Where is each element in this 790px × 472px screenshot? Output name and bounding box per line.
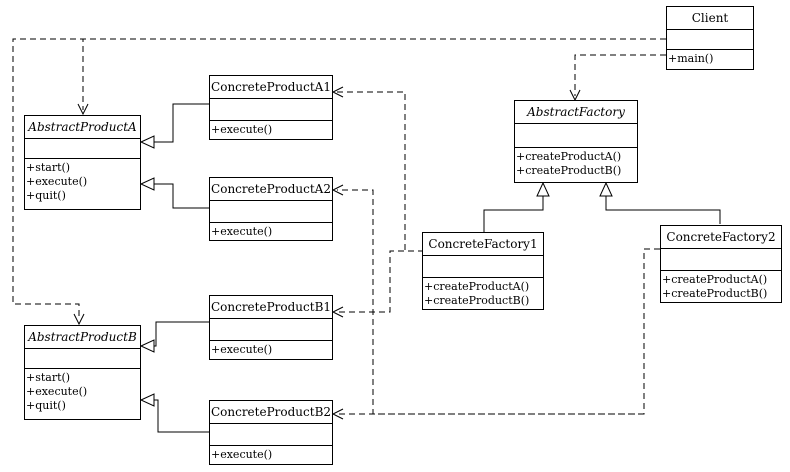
class-abstract-product-a[interactable]: AbstractProductA +start() +execute() +qu… xyxy=(24,115,141,210)
operation: +execute() xyxy=(211,123,273,136)
triangle-abstract-product-a-2 xyxy=(139,177,155,191)
operations-compartment: +execute() xyxy=(210,341,332,359)
class-name: ConcreteProductB2 xyxy=(210,401,332,424)
class-abstract-product-b[interactable]: AbstractProductB +start() +execute() +qu… xyxy=(24,325,141,420)
operation: +execute() xyxy=(26,175,88,188)
operations-compartment: +execute() xyxy=(210,121,332,139)
arrowhead-abstract-product-b xyxy=(73,313,85,326)
dependency-factory2-to-a2 xyxy=(337,189,644,415)
operations-compartment: +createProductA() +createProductB() xyxy=(515,148,637,180)
dependency-factory1-to-a1 xyxy=(337,91,424,252)
class-client[interactable]: Client +main() xyxy=(666,6,754,70)
attributes-compartment xyxy=(25,349,140,369)
class-name: ConcreteFactory1 xyxy=(423,233,543,256)
triangle-abstract-factory-2 xyxy=(599,181,613,197)
attributes-compartment xyxy=(661,249,781,271)
arrowhead-a2 xyxy=(331,184,344,196)
attributes-compartment xyxy=(210,99,332,121)
operations-compartment: +createProductA() +createProductB() xyxy=(423,278,543,310)
dependency-client-to-abstract-product-b xyxy=(12,38,666,320)
generalization-factory2 xyxy=(605,196,721,224)
operation: +start() xyxy=(26,161,71,174)
operation: +createProductB() xyxy=(516,164,622,177)
attributes-compartment xyxy=(515,124,637,148)
class-name: ConcreteFactory2 xyxy=(661,226,781,249)
operation: +start() xyxy=(26,371,71,384)
class-name: ConcreteProductA2 xyxy=(210,178,332,201)
operations-compartment: +start() +execute() +quit() xyxy=(25,369,140,415)
operation: +createProductA() xyxy=(424,280,530,293)
triangle-abstract-product-a-1 xyxy=(139,135,155,149)
operations-compartment: +createProductA() +createProductB() xyxy=(661,271,781,303)
class-name: Client xyxy=(667,7,753,30)
operation: +createProductB() xyxy=(662,287,768,300)
operation: +quit() xyxy=(26,189,66,202)
operations-compartment: +execute() xyxy=(210,446,332,464)
operation: +execute() xyxy=(211,343,273,356)
generalization-b2 xyxy=(154,399,209,433)
class-abstract-factory[interactable]: AbstractFactory +createProductA() +creat… xyxy=(514,100,638,183)
triangle-abstract-product-b-1 xyxy=(139,339,155,353)
class-concrete-product-a1[interactable]: ConcreteProductA1 +execute() xyxy=(209,75,333,140)
triangle-abstract-product-b-2 xyxy=(139,393,155,407)
arrowhead-a1 xyxy=(331,86,344,98)
dependency-client-to-abstract-factory xyxy=(574,54,666,96)
class-name: AbstractFactory xyxy=(515,101,637,124)
class-concrete-factory2[interactable]: ConcreteFactory2 +createProductA() +crea… xyxy=(660,225,782,303)
operation: +createProductA() xyxy=(662,273,768,286)
generalization-b1 xyxy=(154,321,209,347)
attributes-compartment xyxy=(210,201,332,223)
triangle-abstract-factory-1 xyxy=(536,181,550,197)
dependency-factory1-to-b1 xyxy=(337,250,424,313)
class-concrete-factory1[interactable]: ConcreteFactory1 +createProductA() +crea… xyxy=(422,232,544,310)
operation: +execute() xyxy=(211,225,273,238)
attributes-compartment xyxy=(667,30,753,50)
class-concrete-product-b1[interactable]: ConcreteProductB1 +execute() xyxy=(209,295,333,360)
class-name: ConcreteProductA1 xyxy=(210,76,332,99)
operations-compartment: +start() +execute() +quit() xyxy=(25,159,140,205)
generalization-a1 xyxy=(154,103,209,143)
operation: +createProductA() xyxy=(516,150,622,163)
attributes-compartment xyxy=(210,319,332,341)
attributes-compartment xyxy=(423,256,543,278)
operations-compartment: +execute() xyxy=(210,223,332,241)
operations-compartment: +main() xyxy=(667,50,753,68)
attributes-compartment xyxy=(25,139,140,159)
operation: +main() xyxy=(668,52,714,65)
attributes-compartment xyxy=(210,424,332,446)
arrowhead-abstract-product-a xyxy=(77,103,89,116)
class-concrete-product-b2[interactable]: ConcreteProductB2 +execute() xyxy=(209,400,333,465)
class-name: ConcreteProductB1 xyxy=(210,296,332,319)
operation: +createProductB() xyxy=(424,294,530,307)
arrowhead-b1 xyxy=(331,306,344,318)
generalization-factory1 xyxy=(483,196,544,232)
class-name: AbstractProductA xyxy=(25,116,140,139)
generalization-a2 xyxy=(154,183,209,209)
class-name: AbstractProductB xyxy=(25,326,140,349)
operation: +quit() xyxy=(26,399,66,412)
arrowhead-b2 xyxy=(331,408,344,420)
class-concrete-product-a2[interactable]: ConcreteProductA2 +execute() xyxy=(209,177,333,241)
operation: +execute() xyxy=(211,448,273,461)
operation: +execute() xyxy=(26,385,88,398)
